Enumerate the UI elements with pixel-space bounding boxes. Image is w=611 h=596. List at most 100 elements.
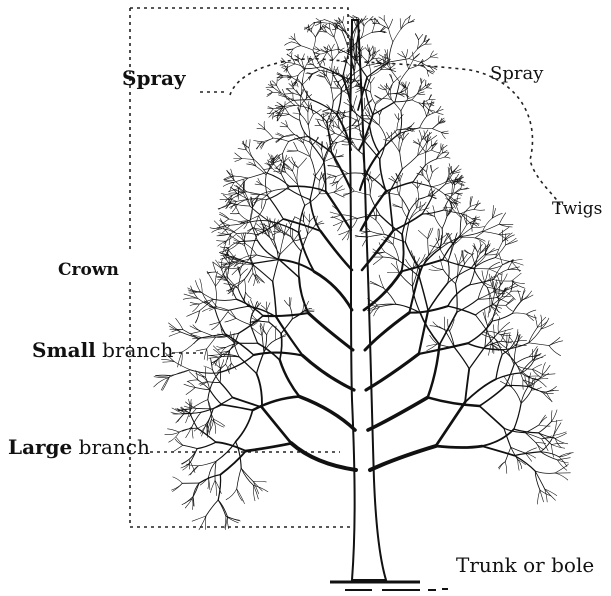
branch-segment — [379, 17, 385, 21]
branch-segment — [379, 55, 387, 59]
branch-segment — [393, 29, 401, 42]
branch-segment — [474, 268, 488, 287]
branch-segment — [408, 94, 418, 99]
branch-segment — [295, 217, 304, 222]
branch-segment — [297, 82, 299, 87]
branch-segment — [225, 318, 236, 322]
branch-segment — [440, 248, 449, 261]
branch-segment — [238, 148, 246, 149]
branch-segment — [236, 318, 250, 324]
branch-segment — [291, 443, 356, 470]
branch-segment — [399, 195, 409, 211]
branch-segment — [395, 82, 400, 102]
branch-segment — [529, 343, 549, 346]
branch-segment — [257, 374, 262, 408]
branch-segment — [396, 261, 399, 273]
branch-segment — [456, 204, 461, 217]
ground-line — [330, 582, 448, 590]
branch-segment — [174, 445, 183, 451]
branch-segment — [458, 254, 467, 265]
branch-segment — [368, 234, 384, 237]
branch-segment — [461, 207, 470, 218]
branch-segment — [229, 306, 248, 310]
branch-segment — [551, 445, 553, 458]
branch-segment — [308, 56, 309, 62]
branch-segment — [176, 318, 183, 329]
branch-segment — [319, 181, 320, 194]
branch-segment — [364, 20, 369, 26]
branch-segment — [535, 315, 538, 328]
branch-segment — [371, 92, 376, 104]
branch-segment — [253, 481, 266, 482]
branch-segment — [518, 290, 521, 301]
branch-segment — [314, 272, 352, 310]
branch-segment — [241, 468, 253, 481]
branch-segment — [418, 230, 427, 239]
branch-segment — [373, 257, 383, 265]
branch-segment — [436, 112, 443, 114]
branch-segment — [254, 141, 262, 142]
branch-segment — [412, 183, 417, 188]
branch-segment — [216, 260, 222, 268]
branch-segment — [219, 262, 227, 263]
branch-segment — [333, 120, 334, 127]
branch-segment — [399, 181, 400, 195]
branch-segment — [532, 369, 543, 375]
branch-segment — [455, 188, 461, 193]
branch-segment — [334, 192, 345, 197]
branch-segment — [215, 461, 216, 480]
branch-segment — [413, 286, 421, 312]
branch-segment — [254, 260, 278, 264]
branch-segment — [532, 369, 540, 377]
branch-segment — [420, 313, 439, 345]
branch-segment — [165, 432, 180, 435]
branch-segment — [221, 193, 232, 195]
branch-segment — [373, 23, 380, 24]
branch-segment — [169, 332, 181, 336]
branch-segment — [499, 234, 510, 235]
branch-segment — [225, 181, 234, 183]
branch-segment — [254, 353, 303, 356]
branch-segment — [266, 173, 290, 187]
branch-segment — [222, 405, 253, 410]
branch-segment — [539, 417, 547, 425]
branch-segment — [402, 155, 417, 169]
branch-segment — [281, 174, 289, 189]
branch-segment — [265, 130, 273, 139]
branch-segment — [538, 490, 540, 504]
branch-segment — [467, 220, 476, 225]
branch-segment — [432, 168, 438, 173]
branch-segment — [187, 311, 200, 317]
branch-segment — [406, 259, 413, 269]
branch-segment — [399, 139, 400, 153]
branch-segment — [400, 19, 401, 30]
branch-segment — [371, 77, 375, 83]
branch-segment — [532, 365, 541, 370]
branch-segment — [210, 390, 222, 405]
branch-segment — [207, 271, 216, 286]
branch-segment — [235, 159, 242, 162]
branch-segment — [445, 157, 451, 158]
branch-segment — [425, 152, 426, 165]
branch-segment — [219, 359, 220, 368]
branch-segment — [171, 483, 182, 490]
branch-segment — [400, 173, 403, 181]
branch-segment — [425, 159, 436, 165]
branch-segment — [304, 222, 308, 235]
branch-segment — [308, 313, 353, 350]
branch-segment — [370, 446, 436, 470]
branch-segment — [298, 158, 307, 168]
branch-segment — [536, 443, 544, 450]
branch-segment — [376, 220, 384, 234]
branch-segment — [237, 489, 245, 504]
branch-segment — [333, 53, 339, 60]
branch-segment — [366, 92, 373, 115]
branch-segment — [376, 94, 388, 104]
branch-segment — [525, 425, 539, 433]
branch-segment — [187, 380, 198, 382]
branch-segment — [303, 355, 355, 390]
branch-segment — [227, 517, 228, 529]
branch-segment — [237, 233, 257, 235]
branch-segment — [438, 229, 439, 240]
branch-segment — [368, 397, 428, 430]
